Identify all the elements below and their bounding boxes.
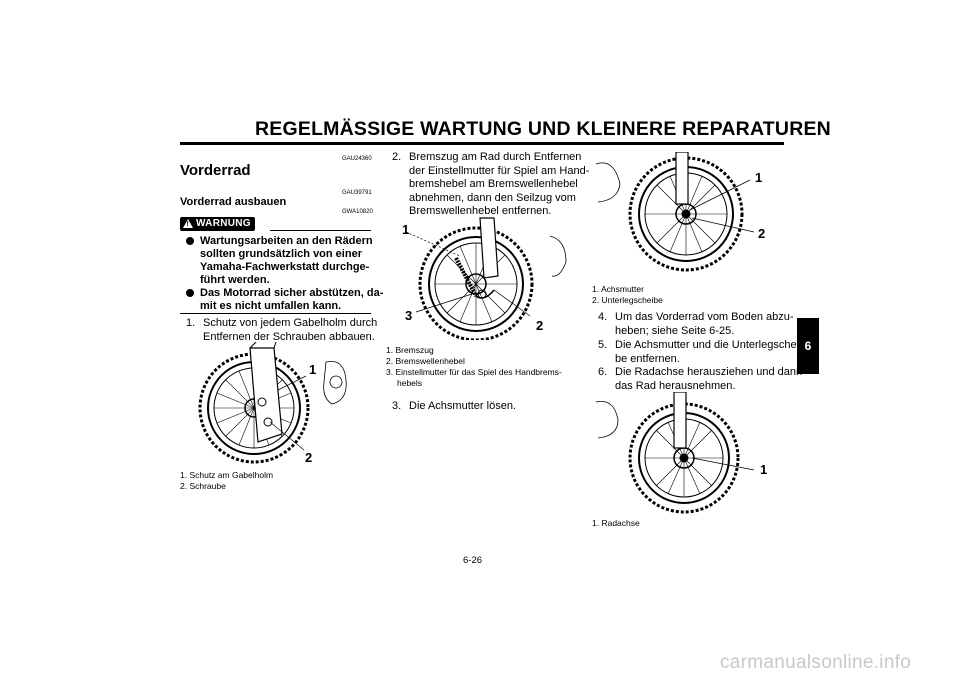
- step-6: 6. Die Radachse herausziehen und dann da…: [598, 366, 803, 392]
- fig3-callout-2: 2: [758, 226, 766, 241]
- fig2-callout-3: 3: [405, 308, 413, 323]
- fig2-callout-2: 2: [536, 318, 544, 333]
- warning-badge: ! WARNUNG: [180, 217, 255, 231]
- fig1-captions: 1. Schutz am Gabelholm 2. Schraube: [180, 470, 274, 491]
- warning-bullet-2: Das Motorrad sicher abstützen, da- mit e…: [186, 287, 386, 313]
- warning-rule-bottom: [180, 313, 371, 314]
- fig4-captions: 1. Radachse: [592, 518, 640, 528]
- subsection-code: GAU39791: [342, 190, 372, 196]
- section-code: GAU24360: [342, 156, 372, 162]
- header-rule: [180, 142, 784, 145]
- bullet-icon: [186, 237, 194, 245]
- fig3-captions: 1. Achsmutter 2. Unterlegscheibe: [592, 284, 663, 305]
- fig1-callout-1: 1: [309, 362, 317, 377]
- step-4: 4. Um das Vorderrad vom Boden abzu- hebe…: [598, 311, 794, 337]
- chapter-tab: 6: [797, 318, 819, 374]
- warning-code: GWA10820: [342, 209, 373, 215]
- subsection-title: Vorderrad ausbauen: [180, 196, 287, 208]
- step-5: 5. Die Achsmutter und die Unterlegschei-…: [598, 339, 803, 365]
- section-title: Vorderrad: [180, 162, 251, 179]
- step-1: 1. Schutz von jedem Gabelholm durch Entf…: [186, 317, 378, 343]
- warning-bullet-1: Wartungsarbeiten an den Rädern sollten g…: [186, 235, 386, 287]
- step-3: 3. Die Achsmutter lösen.: [392, 400, 516, 412]
- bullet-icon: [186, 289, 194, 297]
- fig3-callout-1: 1: [755, 170, 763, 185]
- figure-brake-cable: [405, 217, 567, 340]
- fig4-callout-1: 1: [760, 462, 768, 477]
- fig2-callout-1: 1: [402, 222, 410, 237]
- fig2-captions: 1. Bremszug 2. Bremswellenhebel 3. Einst…: [386, 345, 562, 388]
- warning-label: WARNUNG: [196, 218, 251, 229]
- warning-rule-top: [270, 230, 371, 231]
- step-2: 2. Bremszug am Rad durch Entfernen der E…: [392, 151, 590, 217]
- page-header-title: REGELMÄSSIGE WARTUNG UND KLEINERE REPARA…: [255, 118, 831, 140]
- watermark: carmanualsonline.info: [720, 652, 912, 673]
- figure-fork-protector: [198, 342, 347, 464]
- page-number: 6-26: [463, 555, 483, 566]
- fig1-callout-2: 2: [305, 450, 313, 465]
- figure-axle-nut: [595, 152, 755, 272]
- warning-triangle-icon: [183, 219, 193, 228]
- figure-wheel-axle: [595, 392, 755, 514]
